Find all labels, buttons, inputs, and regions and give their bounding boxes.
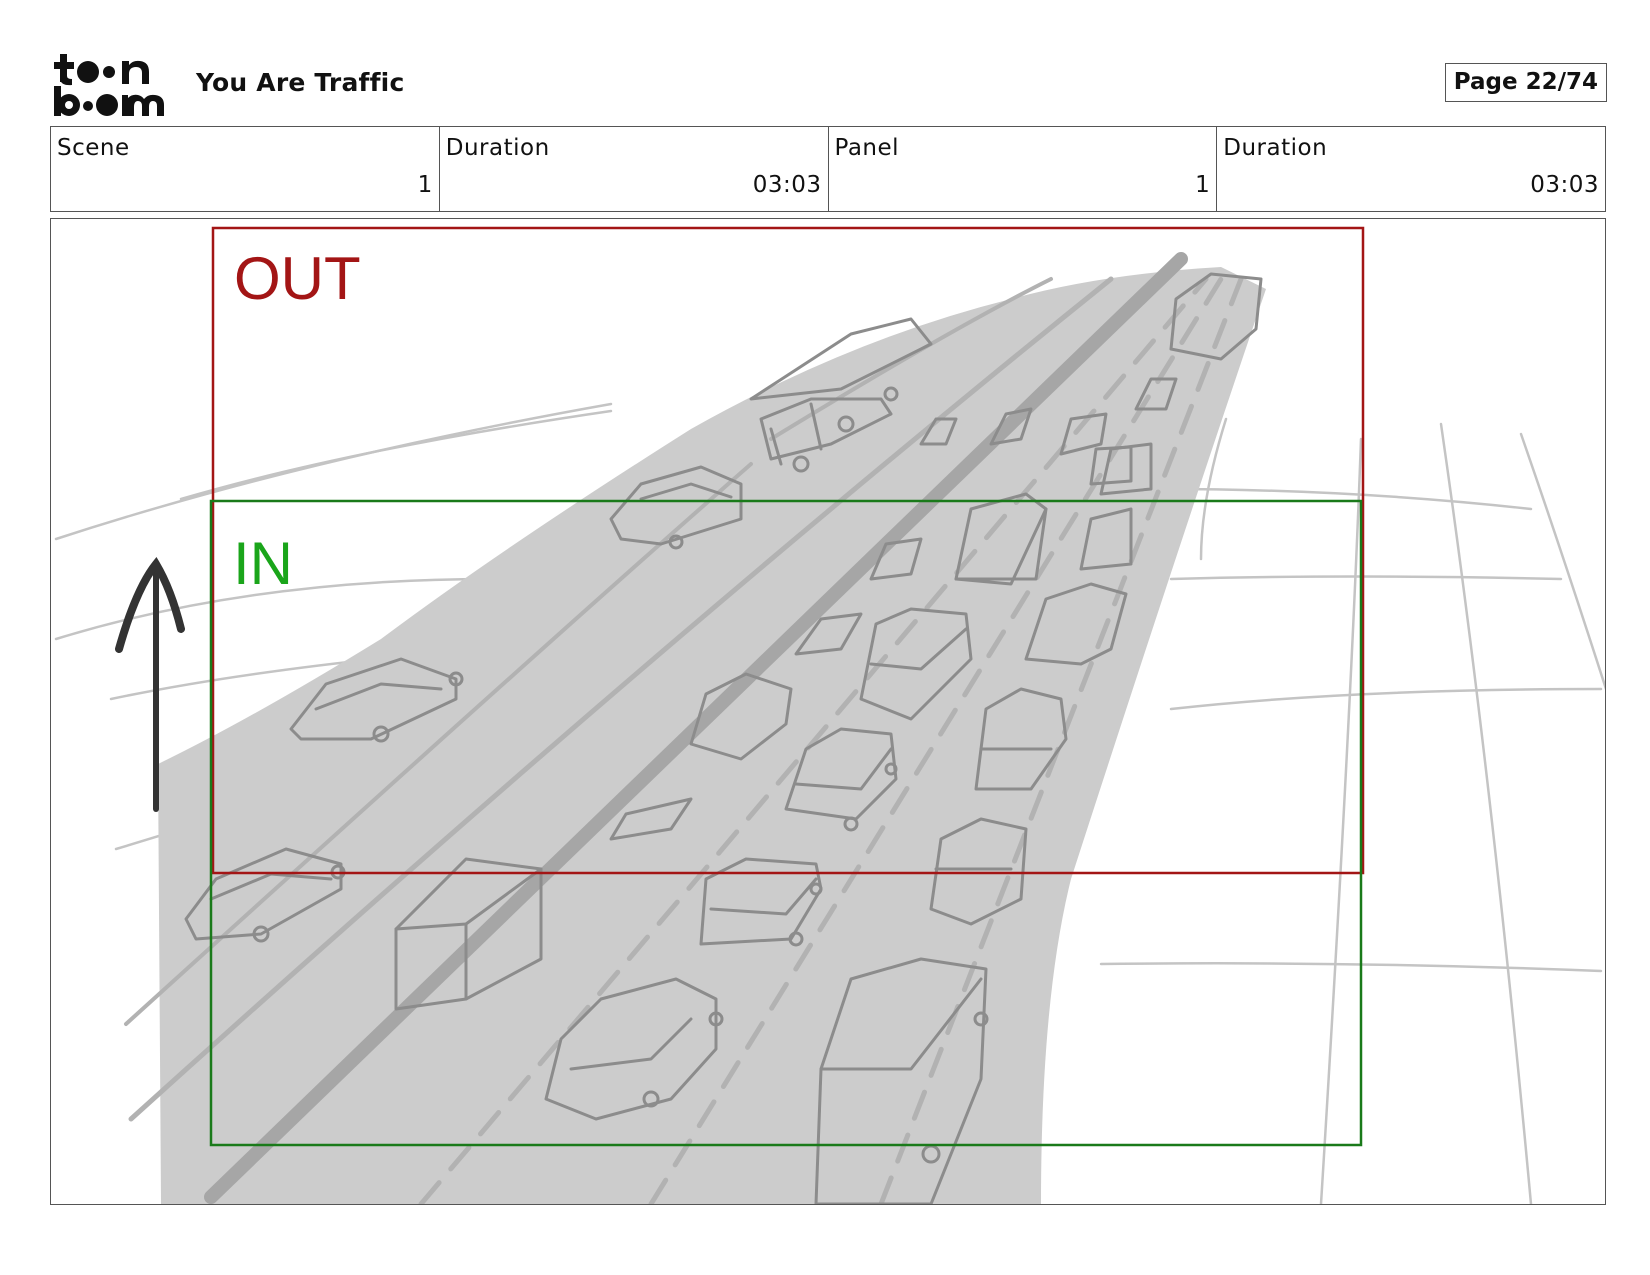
in-frame (209, 499, 1363, 1147)
scene-label: Scene (57, 135, 130, 161)
scene-duration-label: Duration (445, 135, 550, 161)
page-indicator: Page 22/74 (1444, 63, 1607, 102)
project-title: You Are Traffic (196, 68, 405, 97)
scene-value: 1 (417, 172, 433, 198)
scene-duration-value: 03:03 (752, 172, 822, 198)
panel-duration-cell: Duration 03:03 (1217, 127, 1605, 211)
panel-duration-label: Duration (1223, 135, 1328, 161)
panel-duration-value: 03:03 (1530, 172, 1599, 198)
out-frame (211, 226, 1365, 875)
car-sketches (184, 272, 1263, 1204)
storyboard-panel: OUT IN (50, 218, 1606, 1205)
toonboom-logo (52, 52, 170, 118)
scene-cell: Scene 1 (51, 127, 440, 211)
background-sketch-lines (54, 402, 1605, 1204)
camera-move-arrow (115, 557, 185, 812)
highway-road (158, 267, 1266, 1204)
panel-cell: Panel 1 (829, 127, 1218, 211)
panel-value: 1 (1195, 172, 1211, 198)
scene-info-table: Scene 1 Duration 03:03 Panel 1 Duration … (50, 126, 1606, 212)
panel-sketch (54, 226, 1605, 1204)
scene-duration-cell: Duration 03:03 (440, 127, 829, 211)
in-frame-label: IN (233, 530, 293, 597)
panel-label: Panel (834, 135, 900, 161)
out-frame-label: OUT (234, 245, 361, 312)
